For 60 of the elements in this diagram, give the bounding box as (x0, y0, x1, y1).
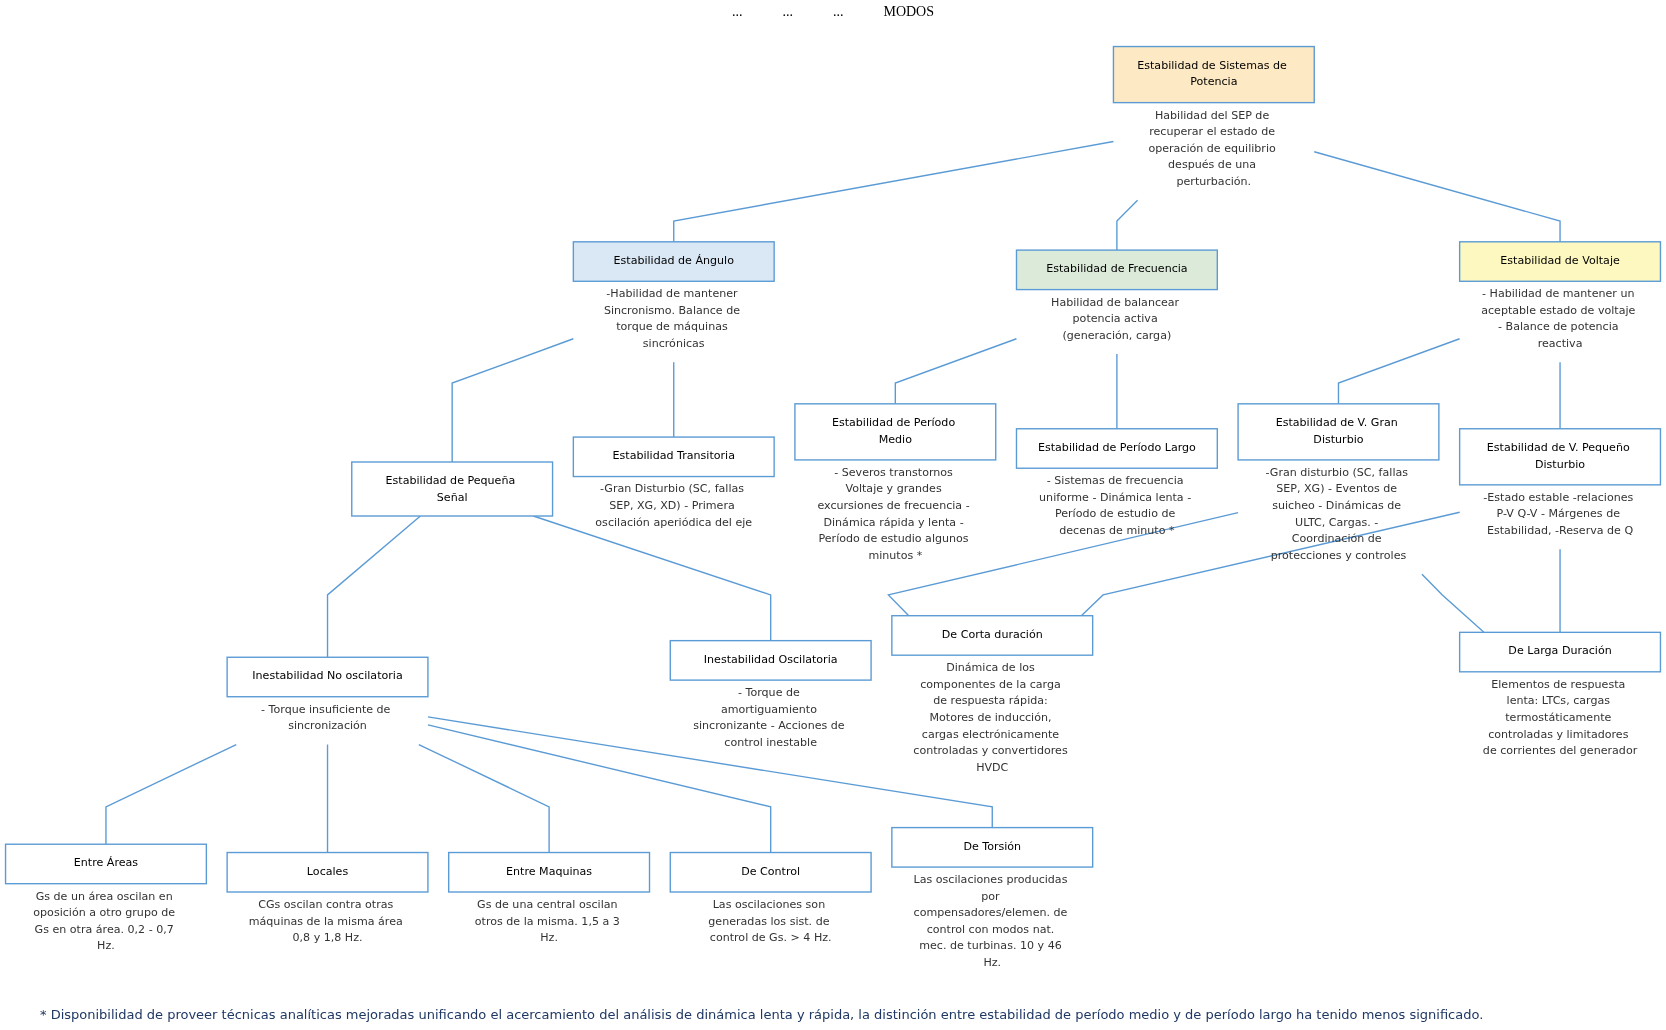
connector (1559, 361, 1561, 429)
node-box: Estabilidad de Período Medio (794, 402, 997, 461)
connector (1559, 548, 1561, 633)
connector (105, 743, 237, 845)
node-box: Locales (226, 851, 429, 893)
node-box: Estabilidad de Sistemas de Potencia (1112, 45, 1315, 103)
node-box: Estabilidad de Pequeña Señal (351, 460, 554, 517)
node-box: Estabilidad de Frecuencia (1015, 249, 1218, 290)
description-text: Las oscilaciones producidas por compensadores/elemen. de control con modos nat. mec. de turbinas. 10 y 46 Hz. (913, 872, 1069, 969)
description-text: Dinámica de los componentes de la carga de respuesta rápida: Motores de inducción, cargas electrónicamente controladas y convertidores HVDC (913, 660, 1069, 774)
connector (427, 715, 993, 828)
connector (451, 337, 575, 463)
connector (1337, 337, 1461, 405)
note-label: ... (782, 4, 793, 20)
description-text: - Torque de amortiguamiento sincronizante - Acciones de control inestable (693, 685, 846, 749)
connector (326, 743, 329, 853)
node-box: Inestabilidad No oscilatoria (226, 656, 429, 697)
connector (418, 743, 550, 853)
description-text: Elementos de respuesta lenta: LTCs, cargas termostáticamente controladas y limitadores de corrientes del generador (1482, 676, 1638, 757)
description-text: Las oscilaciones son generadas los sist. de control de Gs. > 4 Hz. (708, 897, 833, 944)
node-box: Entre Áreas (4, 843, 208, 884)
connector (1116, 352, 1118, 429)
node-box: De Torsión (891, 826, 1094, 868)
node-box: Estabilidad Transitoria (572, 435, 775, 477)
connector (1313, 150, 1561, 243)
description-text: Habilidad del SEP de recuperar el estado de operación de equilibrio después de una perturbación. (1148, 107, 1277, 188)
node-box: Estabilidad de V. Pequeño Disturbio (1458, 427, 1662, 486)
description-text: -Gran Disturbio (SC, fallas SEP, XG, XD) - Primera oscilación aperiódica del eje (595, 481, 753, 529)
connector (887, 511, 1239, 616)
description-text: - Sistemas de frecuencia uniforme - Dinámica lenta - Período de estudio de decenas de minuto * (1039, 473, 1193, 537)
node-box: De Control (669, 851, 872, 893)
description-text: -Habilidad de mantener Sincronismo. Balance de torque de máquinas sincrónicas (603, 286, 742, 350)
connector (673, 361, 675, 438)
node-box: Estabilidad de V. Gran Disturbio (1237, 402, 1440, 461)
description-text: -Estado estable -relaciones P-V Q-V - Márgenes de Estabilidad, -Reserva de Q (1483, 489, 1635, 537)
connector (326, 514, 422, 658)
node-box: De Larga Duración (1458, 631, 1662, 673)
description-text: - Habilidad de mantener un aceptable estado de voltaje - Balance de potencia reactiva (1481, 286, 1637, 350)
description-text: Habilidad de balancear potencia activa (generación, carga) (1051, 294, 1181, 342)
node-box: De Corta duración (891, 614, 1094, 656)
connector (1116, 199, 1139, 251)
description-text: Gs de un área oscilan en oposición a otro grupo de Gs en otra área. 0,2 - 0,7 Hz. (33, 888, 177, 952)
description-text: CGs oscilan contra otras máquinas de la misma área 0,8 y 1,8 Hz. (248, 897, 404, 944)
node-box: Estabilidad de Período Largo (1015, 427, 1218, 469)
description-text: Gs de una central oscilan otros de la misma. 1,5 a 3 Hz. (474, 897, 621, 944)
description-text: - Torque insuficiente de sincronización (261, 701, 392, 732)
footnote: * Disponibilidad de proveer técnicas analíticas mejoradas unificando el acercamiento del análisis de dinámica lenta y rápida, la distinción entre estabilidad de período medio y de período largo ha tenido menos significado. (39, 1006, 1485, 1024)
connector (427, 723, 772, 853)
node-box: Inestabilidad Oscilatoria (669, 639, 872, 681)
node-box: Estabilidad de Voltaje (1458, 240, 1662, 282)
node-box: Estabilidad de Ángulo (572, 240, 775, 282)
connector (1421, 573, 1485, 633)
node-box: Entre Maquinas (448, 851, 651, 893)
note-label: ... (832, 4, 844, 20)
connector (673, 140, 1115, 243)
connector (894, 337, 1018, 405)
description-text: - Severos transtornos Voltaje y grandes excursiones de frecuencia - Dinámica rápida y lenta - Período de estudio algunos minutos * (817, 465, 971, 562)
connector (1080, 511, 1461, 616)
note-label: MODOS (883, 4, 935, 20)
note-label: ... (731, 4, 743, 20)
